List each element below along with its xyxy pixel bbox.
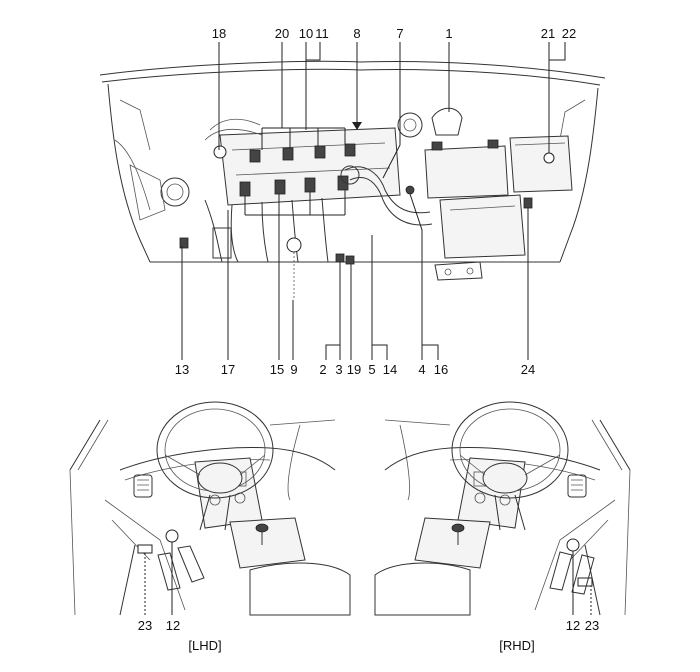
callout-7: 7 [396,26,403,41]
callout-14: 14 [383,362,397,377]
callout-3: 3 [335,362,342,377]
lhd-labels: 23 12 [LHD] [138,618,222,653]
rhd-callout-23: 23 [585,618,599,633]
callout-21: 21 [541,26,555,41]
lhd-callout-23: 23 [138,618,152,633]
callout-8: 8 [353,26,360,41]
engine-callout-labels: 18 20 10 11 8 7 1 21 22 13 17 15 9 2 3 1… [175,26,576,377]
callout-10: 10 [299,26,313,41]
callout-19: 19 [347,362,361,377]
callout-5: 5 [368,362,375,377]
callout-15: 15 [270,362,284,377]
rhd-labels: 12 23 [RHD] [499,618,599,653]
lhd-callout-12: 12 [166,618,180,633]
lhd-callout-leaders [144,542,173,615]
callout-20: 20 [275,26,289,41]
callout-24: 24 [521,362,535,377]
rhd-interior-illustration [374,401,631,616]
callout-2: 2 [319,362,326,377]
lhd-interior-illustration [69,401,351,616]
rhd-caption: [RHD] [499,638,534,653]
callout-9: 9 [290,362,297,377]
callout-22: 22 [562,26,576,41]
engine-callout-leaders [181,42,566,360]
lhd-caption: [LHD] [188,638,221,653]
rhd-callout-12: 12 [566,618,580,633]
rhd-callout-leaders [572,551,592,615]
callout-17: 17 [221,362,235,377]
callout-18: 18 [212,26,226,41]
callout-13: 13 [175,362,189,377]
callout-11: 11 [315,26,329,41]
callout-4: 4 [418,362,425,377]
callout-16: 16 [434,362,448,377]
callout-1: 1 [445,26,452,41]
engine-bay-illustration [99,60,606,300]
